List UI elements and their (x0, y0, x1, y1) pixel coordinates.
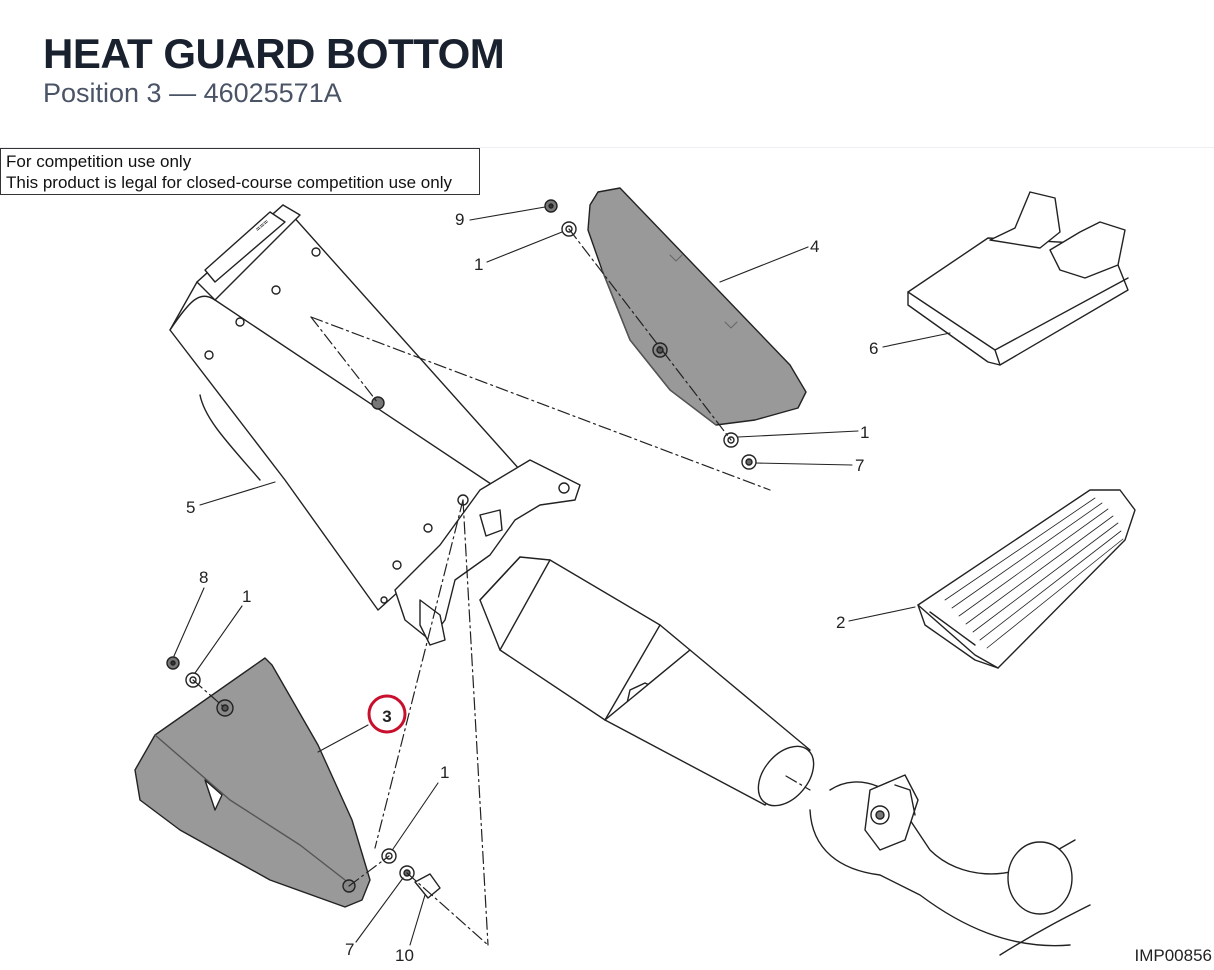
callout-labels: 9 1 4 6 1 7 5 2 8 1 3 1 7 10 (186, 210, 878, 965)
leader-lines (173, 206, 951, 946)
callout-7: 7 (345, 940, 354, 959)
callout-1: 1 (474, 255, 483, 274)
callout-1: 1 (440, 763, 449, 782)
drawing-reference: IMP00856 (1134, 946, 1213, 965)
callout-4: 4 (810, 237, 819, 256)
header: HEAT GUARD BOTTOM Position 3 — 46025571A (0, 0, 1214, 148)
callout-9: 9 (455, 210, 464, 229)
notice-line-2: This product is legal for closed-course … (6, 173, 452, 192)
silencer-part-5[interactable]: === (169, 204, 546, 611)
callout-3: 3 (382, 707, 391, 726)
assembly-lines (192, 228, 811, 946)
notice-line-1: For competition use only (6, 152, 192, 171)
callout-8: 8 (199, 568, 208, 587)
link-pipe-assembly[interactable] (394, 459, 1091, 956)
callout-5: 5 (186, 498, 195, 517)
callout-1: 1 (860, 423, 869, 442)
callout-7: 7 (855, 456, 864, 475)
sleeve-part-2[interactable] (917, 489, 1136, 669)
page-title: HEAT GUARD BOTTOM (43, 30, 505, 77)
highlight-circle (367, 694, 407, 734)
callout-1: 1 (242, 587, 251, 606)
page-subtitle: Position 3 — 46025571A (43, 78, 342, 108)
competition-notice: For competition use only This product is… (0, 148, 480, 195)
callout-2: 2 (836, 613, 845, 632)
pad-kit-part-6[interactable] (907, 191, 1129, 366)
heat-guard-part-3[interactable] (134, 657, 371, 908)
callout-6: 6 (869, 339, 878, 358)
heat-guard-part-4[interactable] (587, 187, 807, 426)
callout-10: 10 (395, 946, 414, 965)
